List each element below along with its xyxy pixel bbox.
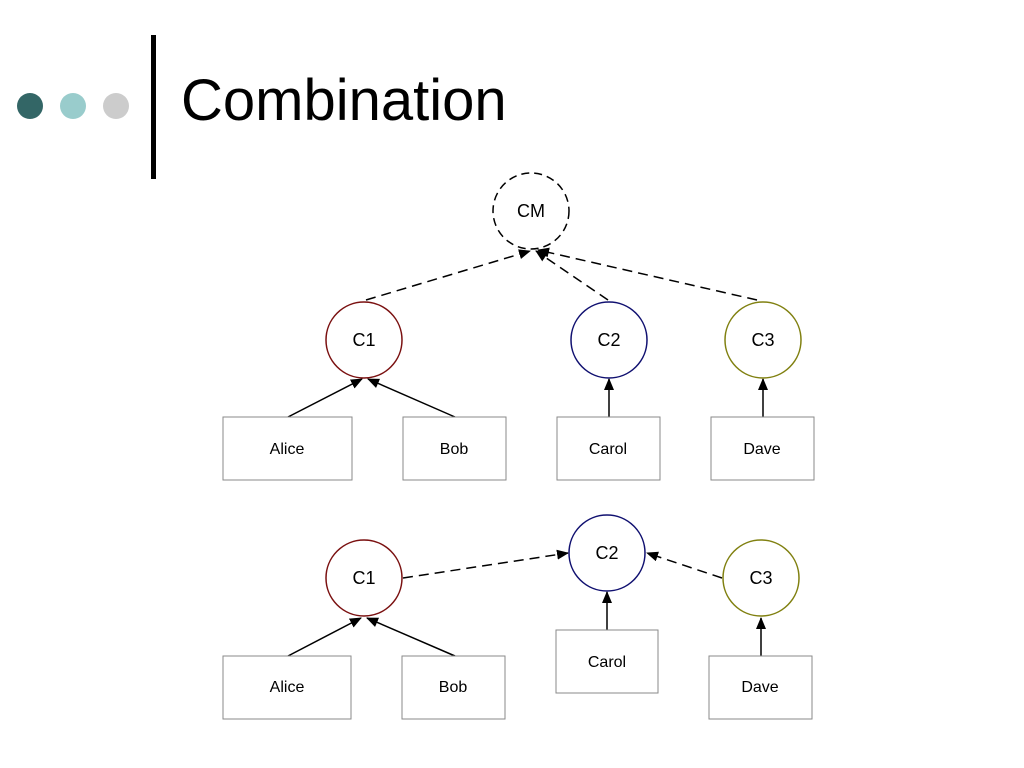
edge-alice-c1-bottom — [287, 617, 362, 657]
slide-title: Combination — [181, 68, 507, 133]
box-dave-bottom — [708, 655, 813, 720]
bullet-dot-3 — [103, 93, 129, 119]
node-c1-bottom — [325, 539, 403, 617]
bottom-diagram: C1 C2 C3 Alice Bob Carol Dave — [222, 514, 813, 720]
node-c1-bottom-label: C1 — [352, 568, 375, 588]
node-c1-label: C1 — [352, 330, 375, 350]
bullet-dot-2 — [60, 93, 86, 119]
node-c3-label: C3 — [751, 330, 774, 350]
node-c3-bottom — [722, 539, 800, 617]
bullet-dot-1 — [17, 93, 43, 119]
box-alice — [222, 416, 353, 481]
node-c2-bottom-label: C2 — [595, 543, 618, 563]
box-carol-bottom — [555, 629, 659, 694]
box-dave — [710, 416, 815, 481]
box-alice-bottom-label: Alice — [270, 679, 305, 696]
box-carol-bottom-label: Carol — [588, 654, 626, 671]
node-c2-label: C2 — [597, 330, 620, 350]
edge-c1-cm — [365, 249, 531, 301]
box-bob-label: Bob — [440, 441, 469, 458]
box-dave-label: Dave — [743, 441, 780, 458]
edge-c2-cm — [535, 250, 609, 301]
box-bob-bottom — [401, 655, 506, 720]
node-c2-bottom — [568, 514, 646, 592]
edge-bob-c1-bottom — [366, 617, 456, 657]
edge-c1-c2-bottom — [402, 549, 569, 579]
edge-c3-cm — [537, 247, 758, 301]
node-c1 — [325, 301, 403, 379]
box-bob — [402, 416, 507, 481]
node-c2 — [570, 301, 648, 379]
edge-c3-c2-bottom — [646, 551, 723, 579]
box-carol-label: Carol — [589, 441, 627, 458]
node-c3 — [724, 301, 802, 379]
node-c3-bottom-label: C3 — [749, 568, 772, 588]
title-divider — [151, 35, 156, 179]
box-alice-label: Alice — [270, 441, 305, 458]
box-bob-bottom-label: Bob — [439, 679, 468, 696]
node-cm-label: CM — [517, 201, 545, 221]
top-diagram: CM C1 C2 C3 Alice Bob Carol Dave — [222, 172, 815, 481]
box-alice-bottom — [222, 655, 352, 720]
edge-bob-c1 — [367, 378, 456, 418]
box-carol — [556, 416, 661, 481]
edge-alice-c1 — [287, 378, 363, 418]
node-cm — [492, 172, 570, 250]
box-dave-bottom-label: Dave — [741, 679, 778, 696]
